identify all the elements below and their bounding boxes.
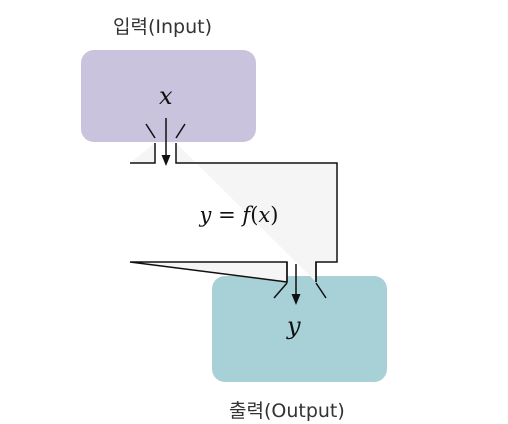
input-box [81, 50, 256, 142]
function-close-paren: ) [270, 203, 279, 227]
input-label: 입력(Input) [113, 16, 212, 38]
output-variable: y [287, 312, 301, 340]
input-variable: x [159, 82, 173, 110]
output-arrow-head [291, 294, 301, 305]
output-label: 출력(Output) [229, 400, 345, 422]
function-open-paren: ( [250, 203, 259, 227]
input-funnel-left [145, 123, 156, 139]
output-box [212, 276, 387, 382]
output-funnel-right [315, 282, 327, 299]
function-name: f [242, 203, 251, 227]
function-eq: = [218, 203, 236, 227]
function-lhs: y [199, 203, 212, 227]
input-arrow-head [161, 155, 171, 166]
input-funnel-right [175, 123, 186, 139]
output-funnel-left [273, 282, 288, 299]
function-expression: y = f(x) [184, 203, 294, 227]
function-arg: x [258, 203, 271, 227]
